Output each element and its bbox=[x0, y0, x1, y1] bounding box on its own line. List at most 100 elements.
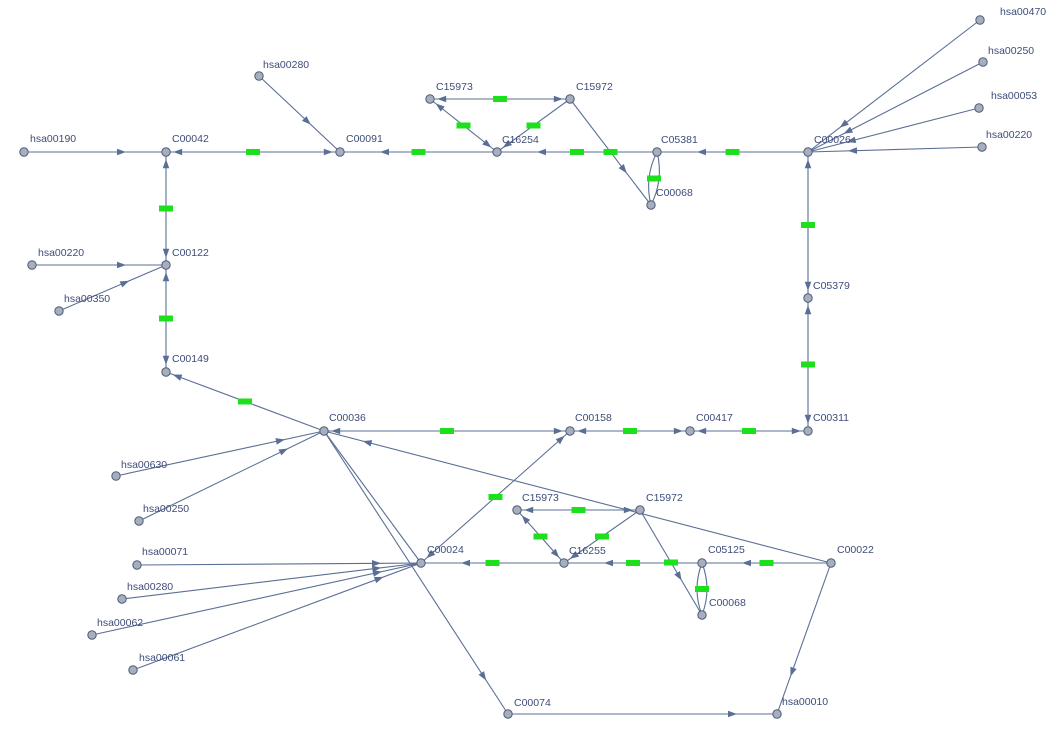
node-circle[interactable] bbox=[492, 147, 502, 157]
node-c00074[interactable]: C00074 bbox=[503, 697, 551, 719]
node-circle[interactable] bbox=[503, 709, 513, 719]
node-label: C15973 bbox=[436, 81, 473, 93]
node-circle[interactable] bbox=[111, 471, 121, 481]
node-hsa00071[interactable]: hsa00071 bbox=[132, 546, 188, 570]
node-circle[interactable] bbox=[685, 426, 695, 436]
node-c00068b[interactable]: C00068 bbox=[697, 597, 746, 620]
node-circle[interactable] bbox=[335, 147, 345, 157]
node-hsa00250a[interactable]: hsa00250 bbox=[978, 45, 1034, 67]
arrowhead bbox=[372, 570, 382, 577]
edge-line bbox=[807, 61, 984, 153]
arrowhead bbox=[482, 139, 492, 148]
edge-line bbox=[776, 562, 832, 715]
node-circle[interactable] bbox=[772, 709, 782, 719]
node-circle[interactable] bbox=[254, 71, 264, 81]
node-c00068a[interactable]: C00068 bbox=[646, 187, 693, 210]
node-circle[interactable] bbox=[803, 293, 813, 303]
node-circle[interactable] bbox=[134, 516, 144, 526]
arrowhead bbox=[502, 139, 513, 148]
node-c00149[interactable]: C00149 bbox=[161, 353, 209, 377]
node-label: hsa00350 bbox=[64, 293, 110, 305]
node-circle[interactable] bbox=[161, 260, 171, 270]
node-circle[interactable] bbox=[635, 505, 645, 515]
node-circle[interactable] bbox=[975, 15, 985, 25]
arrowhead bbox=[380, 148, 389, 156]
node-circle[interactable] bbox=[652, 147, 662, 157]
edge-label-box bbox=[456, 122, 471, 129]
node-c00022[interactable]: C00022 bbox=[826, 544, 874, 568]
arrowhead bbox=[478, 671, 487, 681]
node-circle[interactable] bbox=[128, 665, 138, 675]
node-label: hsa00250 bbox=[988, 45, 1034, 57]
arrowhead bbox=[524, 506, 534, 514]
node-circle[interactable] bbox=[161, 147, 171, 157]
node-c15972a[interactable]: C15972 bbox=[565, 81, 613, 104]
node-circle[interactable] bbox=[803, 147, 813, 157]
node-hsa00280a[interactable]: hsa00280 bbox=[254, 59, 309, 81]
node-circle[interactable] bbox=[646, 200, 656, 210]
node-circle[interactable] bbox=[559, 558, 569, 568]
node-circle[interactable] bbox=[319, 426, 329, 436]
node-c00417[interactable]: C00417 bbox=[685, 412, 733, 436]
node-c05381[interactable]: C05381 bbox=[652, 134, 698, 157]
node-c15973b[interactable]: C15973 bbox=[512, 492, 559, 515]
node-circle[interactable] bbox=[87, 630, 97, 640]
node-label: C00026 bbox=[814, 134, 851, 146]
arrowhead bbox=[119, 280, 130, 288]
node-circle[interactable] bbox=[132, 560, 142, 570]
node-hsa00190[interactable]: hsa00190 bbox=[19, 133, 76, 157]
node-c15973a[interactable]: C15973 bbox=[425, 81, 473, 104]
node-c05125[interactable]: C05125 bbox=[697, 544, 745, 568]
edge-line bbox=[258, 75, 341, 153]
node-circle[interactable] bbox=[565, 426, 575, 436]
node-circle[interactable] bbox=[425, 94, 435, 104]
edge-label-box bbox=[759, 560, 774, 566]
arrowhead bbox=[569, 551, 580, 559]
edge-label-box bbox=[246, 149, 260, 155]
edge-label bbox=[440, 428, 454, 434]
node-circle[interactable] bbox=[978, 57, 988, 67]
node-hsa00350[interactable]: hsa00350 bbox=[54, 293, 110, 316]
node-c00091[interactable]: C00091 bbox=[335, 133, 383, 157]
node-circle[interactable] bbox=[54, 306, 64, 316]
node-hsa00470[interactable]: hsa00470 bbox=[975, 6, 1046, 25]
node-c00122[interactable]: C00122 bbox=[161, 247, 209, 270]
node-circle[interactable] bbox=[697, 558, 707, 568]
node-hsa00062[interactable]: hsa00062 bbox=[87, 617, 143, 640]
node-circle[interactable] bbox=[416, 558, 426, 568]
edge-label-box bbox=[159, 205, 173, 212]
node-circle[interactable] bbox=[974, 103, 984, 113]
edge-hsa00071-C00024 bbox=[136, 560, 422, 567]
node-circle[interactable] bbox=[19, 147, 29, 157]
node-circle[interactable] bbox=[826, 558, 836, 568]
node-c00042[interactable]: C00042 bbox=[161, 133, 209, 157]
node-c00036[interactable]: C00036 bbox=[319, 412, 366, 436]
node-hsa00630[interactable]: hsa00630 bbox=[111, 459, 167, 481]
node-circle[interactable] bbox=[697, 610, 707, 620]
edge-line bbox=[132, 562, 422, 671]
node-hsa00280b[interactable]: hsa00280 bbox=[117, 581, 173, 604]
node-c00024[interactable]: C00024 bbox=[416, 544, 464, 568]
node-hsa00010[interactable]: hsa00010 bbox=[772, 696, 828, 719]
node-circle[interactable] bbox=[161, 367, 171, 377]
node-c16255[interactable]: C16255 bbox=[559, 545, 606, 568]
node-hsa00220b[interactable]: hsa00220 bbox=[27, 247, 84, 270]
node-c00158[interactable]: C00158 bbox=[565, 412, 612, 436]
node-hsa00061[interactable]: hsa00061 bbox=[128, 652, 185, 675]
node-hsa00250b[interactable]: hsa00250 bbox=[134, 503, 189, 526]
node-c05379[interactable]: C05379 bbox=[803, 280, 850, 303]
node-circle[interactable] bbox=[117, 594, 127, 604]
node-c16254[interactable]: C16254 bbox=[492, 134, 539, 157]
node-c00026[interactable]: C00026 bbox=[803, 134, 851, 157]
node-c15972b[interactable]: C15972 bbox=[635, 492, 683, 515]
edge-label-box bbox=[485, 560, 500, 566]
edge-C00022-C00036 bbox=[323, 430, 832, 564]
node-circle[interactable] bbox=[27, 260, 37, 270]
node-circle[interactable] bbox=[512, 505, 522, 515]
node-hsa00053[interactable]: hsa00053 bbox=[974, 90, 1037, 113]
node-circle[interactable] bbox=[565, 94, 575, 104]
node-c00311[interactable]: C00311 bbox=[803, 412, 849, 436]
node-circle[interactable] bbox=[803, 426, 813, 436]
node-hsa00220a[interactable]: hsa00220 bbox=[977, 129, 1032, 152]
node-circle[interactable] bbox=[977, 142, 987, 152]
